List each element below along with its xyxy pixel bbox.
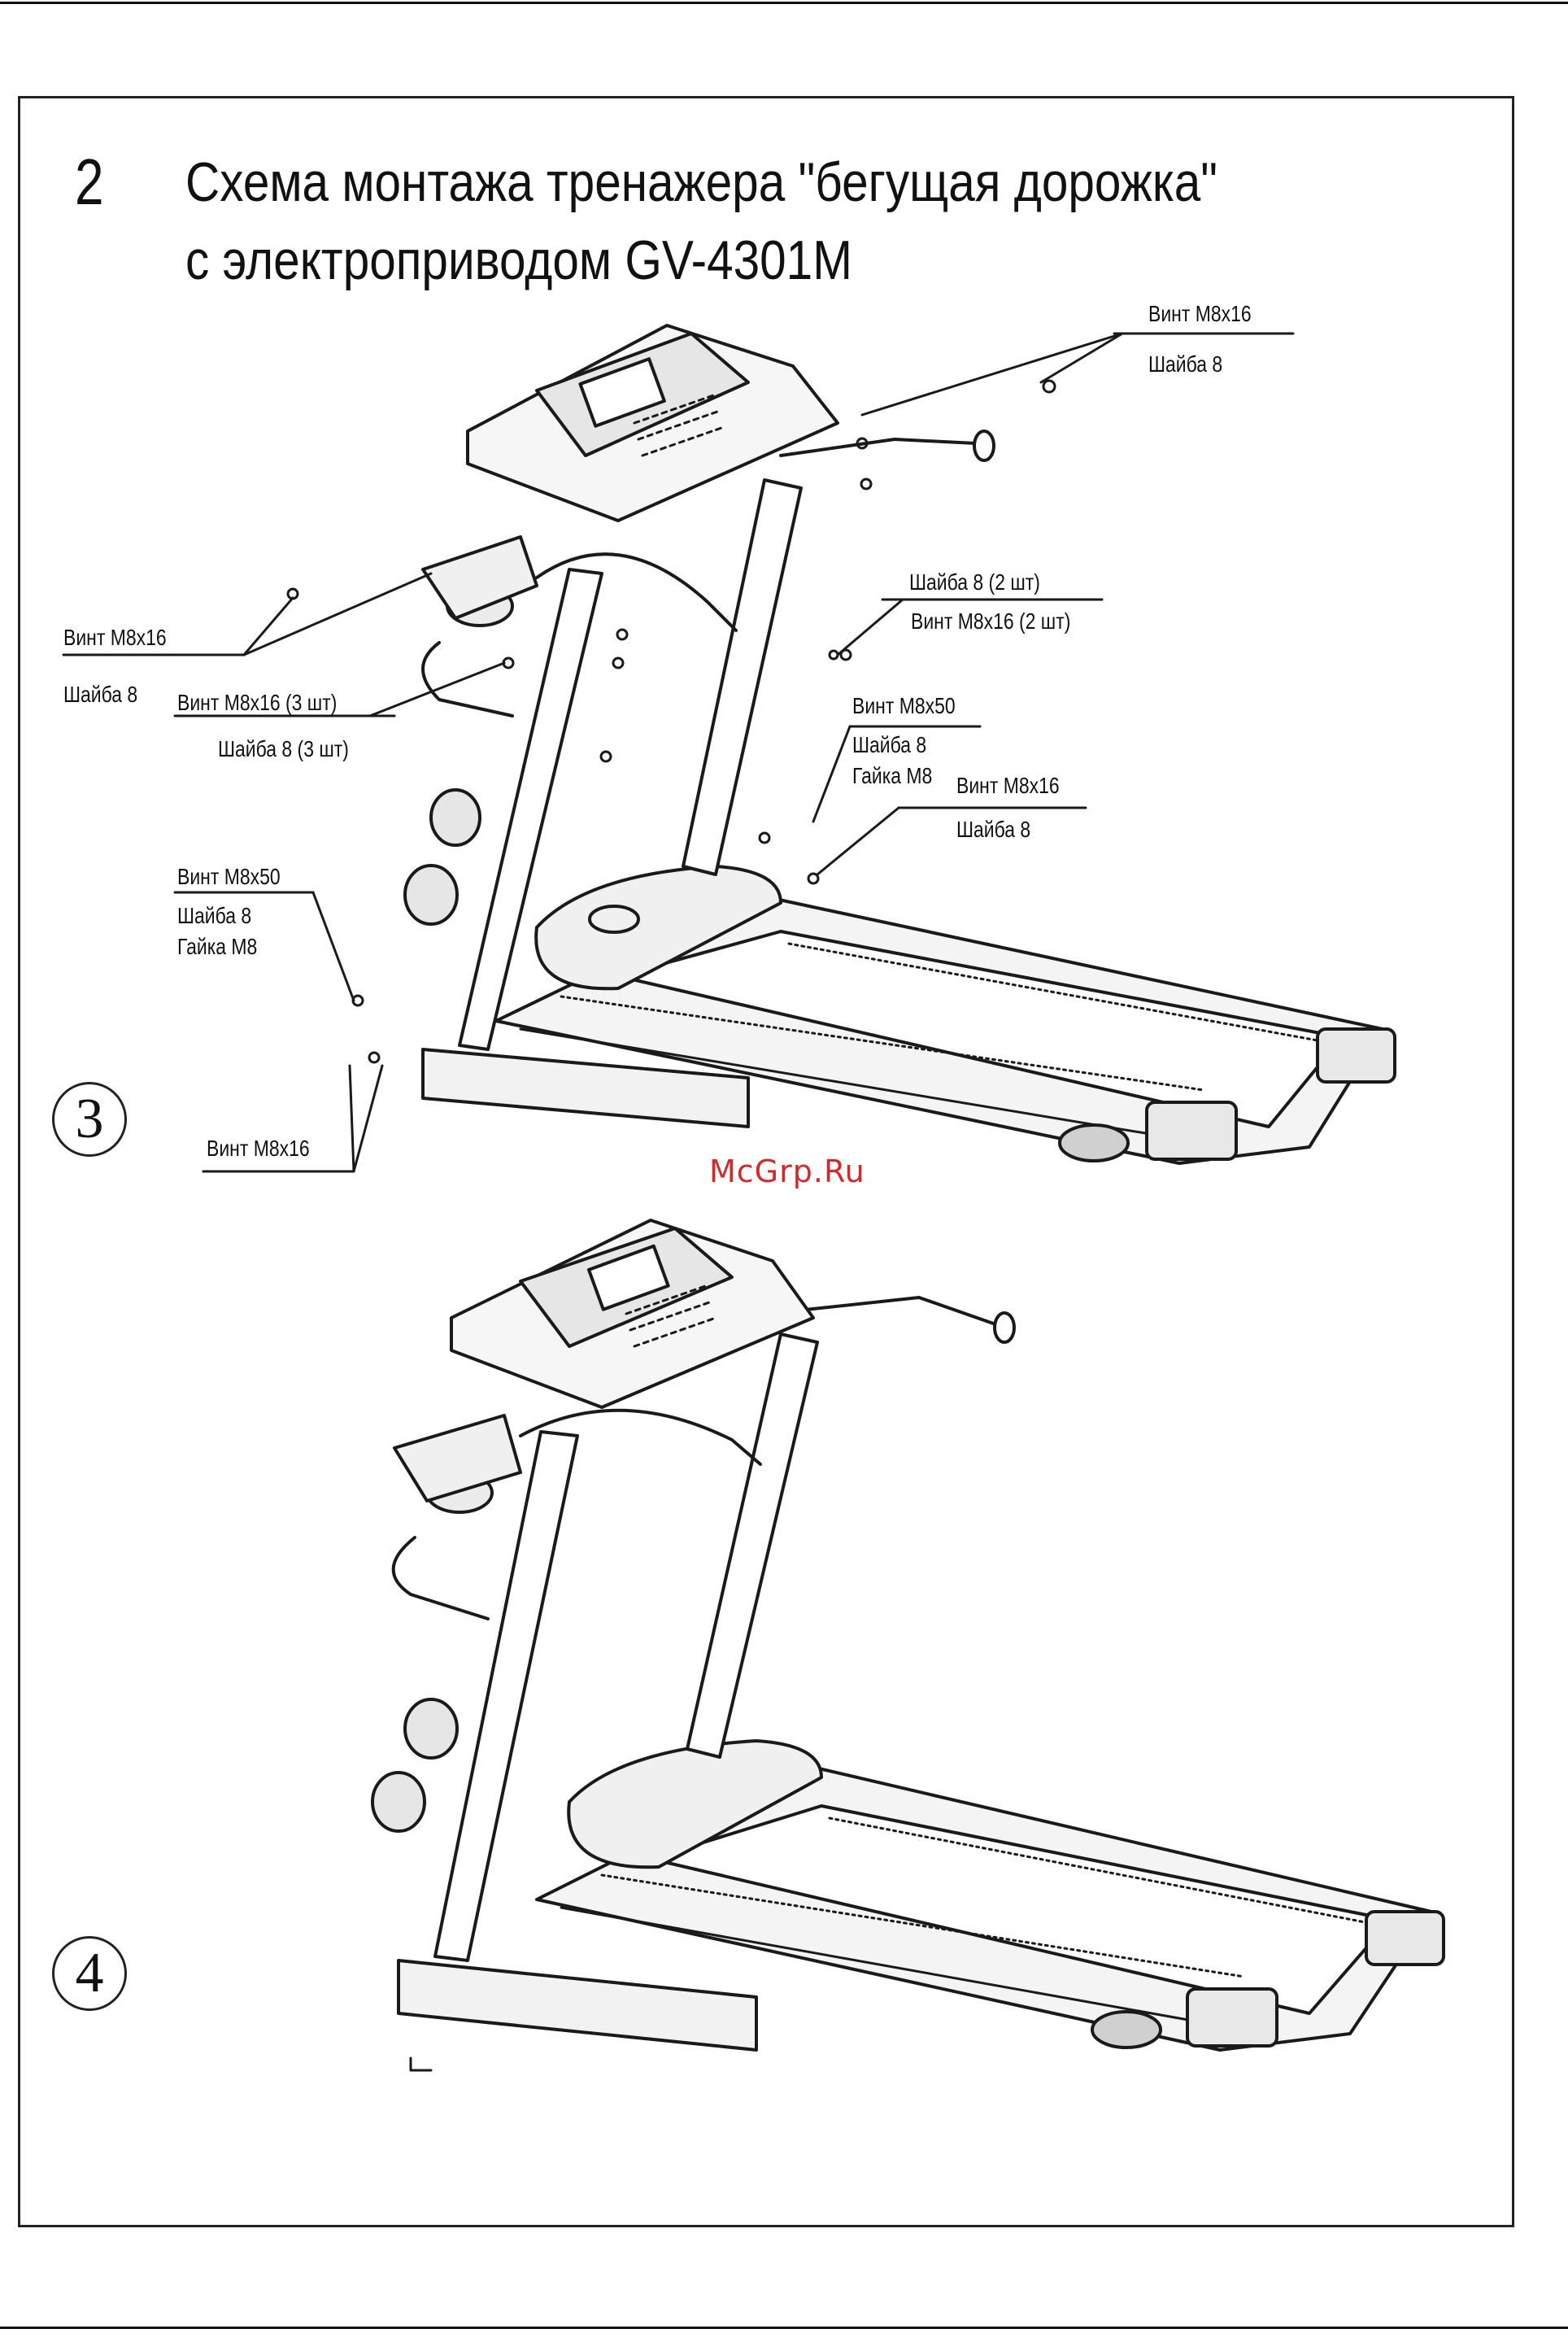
label-left-screw: Винт М8х16 <box>63 625 167 651</box>
label-washer-3pcs: Шайба 8 (3 шт) <box>218 736 349 762</box>
label-washer-2pcs: Шайба 8 (2 шт) <box>909 569 1040 595</box>
right-handrail <box>805 1297 1000 1326</box>
rear-cap-left <box>1147 1102 1236 1159</box>
rear-cap-right <box>1366 1912 1444 1965</box>
label-screw-3pcs: Винт М8х16 (3 шт) <box>177 690 337 716</box>
label-left-washer-m50: Шайба 8 <box>177 903 251 929</box>
treadmill-step3 <box>288 325 1395 1163</box>
transport-wheel <box>1060 1125 1128 1161</box>
label-left-bolt-m50: Винт М8х50 <box>177 864 281 890</box>
rear-cap-left <box>1187 1989 1277 2046</box>
label-right-bolt-m50: Винт М8х50 <box>852 693 956 719</box>
massage-roller-2 <box>405 866 457 924</box>
side-bar <box>394 1537 488 1619</box>
rear-cap-right <box>1318 1029 1395 1082</box>
label-right-nut-m50: Гайка М8 <box>852 763 932 789</box>
treadmill-step4 <box>372 1220 1444 2070</box>
massage-roller-1 <box>431 790 480 845</box>
base-frame <box>399 1960 756 2050</box>
label-left-nut-m50: Гайка М8 <box>177 934 257 960</box>
right-handrail <box>781 439 976 456</box>
step-4-marker: 4 <box>52 1936 127 2011</box>
right-upright <box>683 480 801 874</box>
step-3-marker: 3 <box>52 1082 127 1157</box>
label-right-washer-m16: Шайба 8 <box>956 817 1030 843</box>
label-top-right-screw: Винт М8х16 <box>1148 301 1252 327</box>
label-screw-2pcs: Винт М8х16 (2 шт) <box>911 608 1070 635</box>
label-right-washer-m50: Шайба 8 <box>852 732 926 758</box>
side-bar <box>423 643 512 716</box>
right-upright <box>687 1334 817 1757</box>
massage-roller-1 <box>405 1699 457 1758</box>
transport-wheel <box>1092 2012 1161 2048</box>
label-top-right-washer: Шайба 8 <box>1148 351 1222 377</box>
label-right-screw-m16: Винт М8х16 <box>956 773 1060 799</box>
label-left-washer: Шайба 8 <box>63 682 137 708</box>
label-bottom-screw: Винт М8х16 <box>207 1136 310 1162</box>
massage-roller-2 <box>372 1773 425 1831</box>
watermark: McGrp.Ru <box>709 1154 865 1189</box>
